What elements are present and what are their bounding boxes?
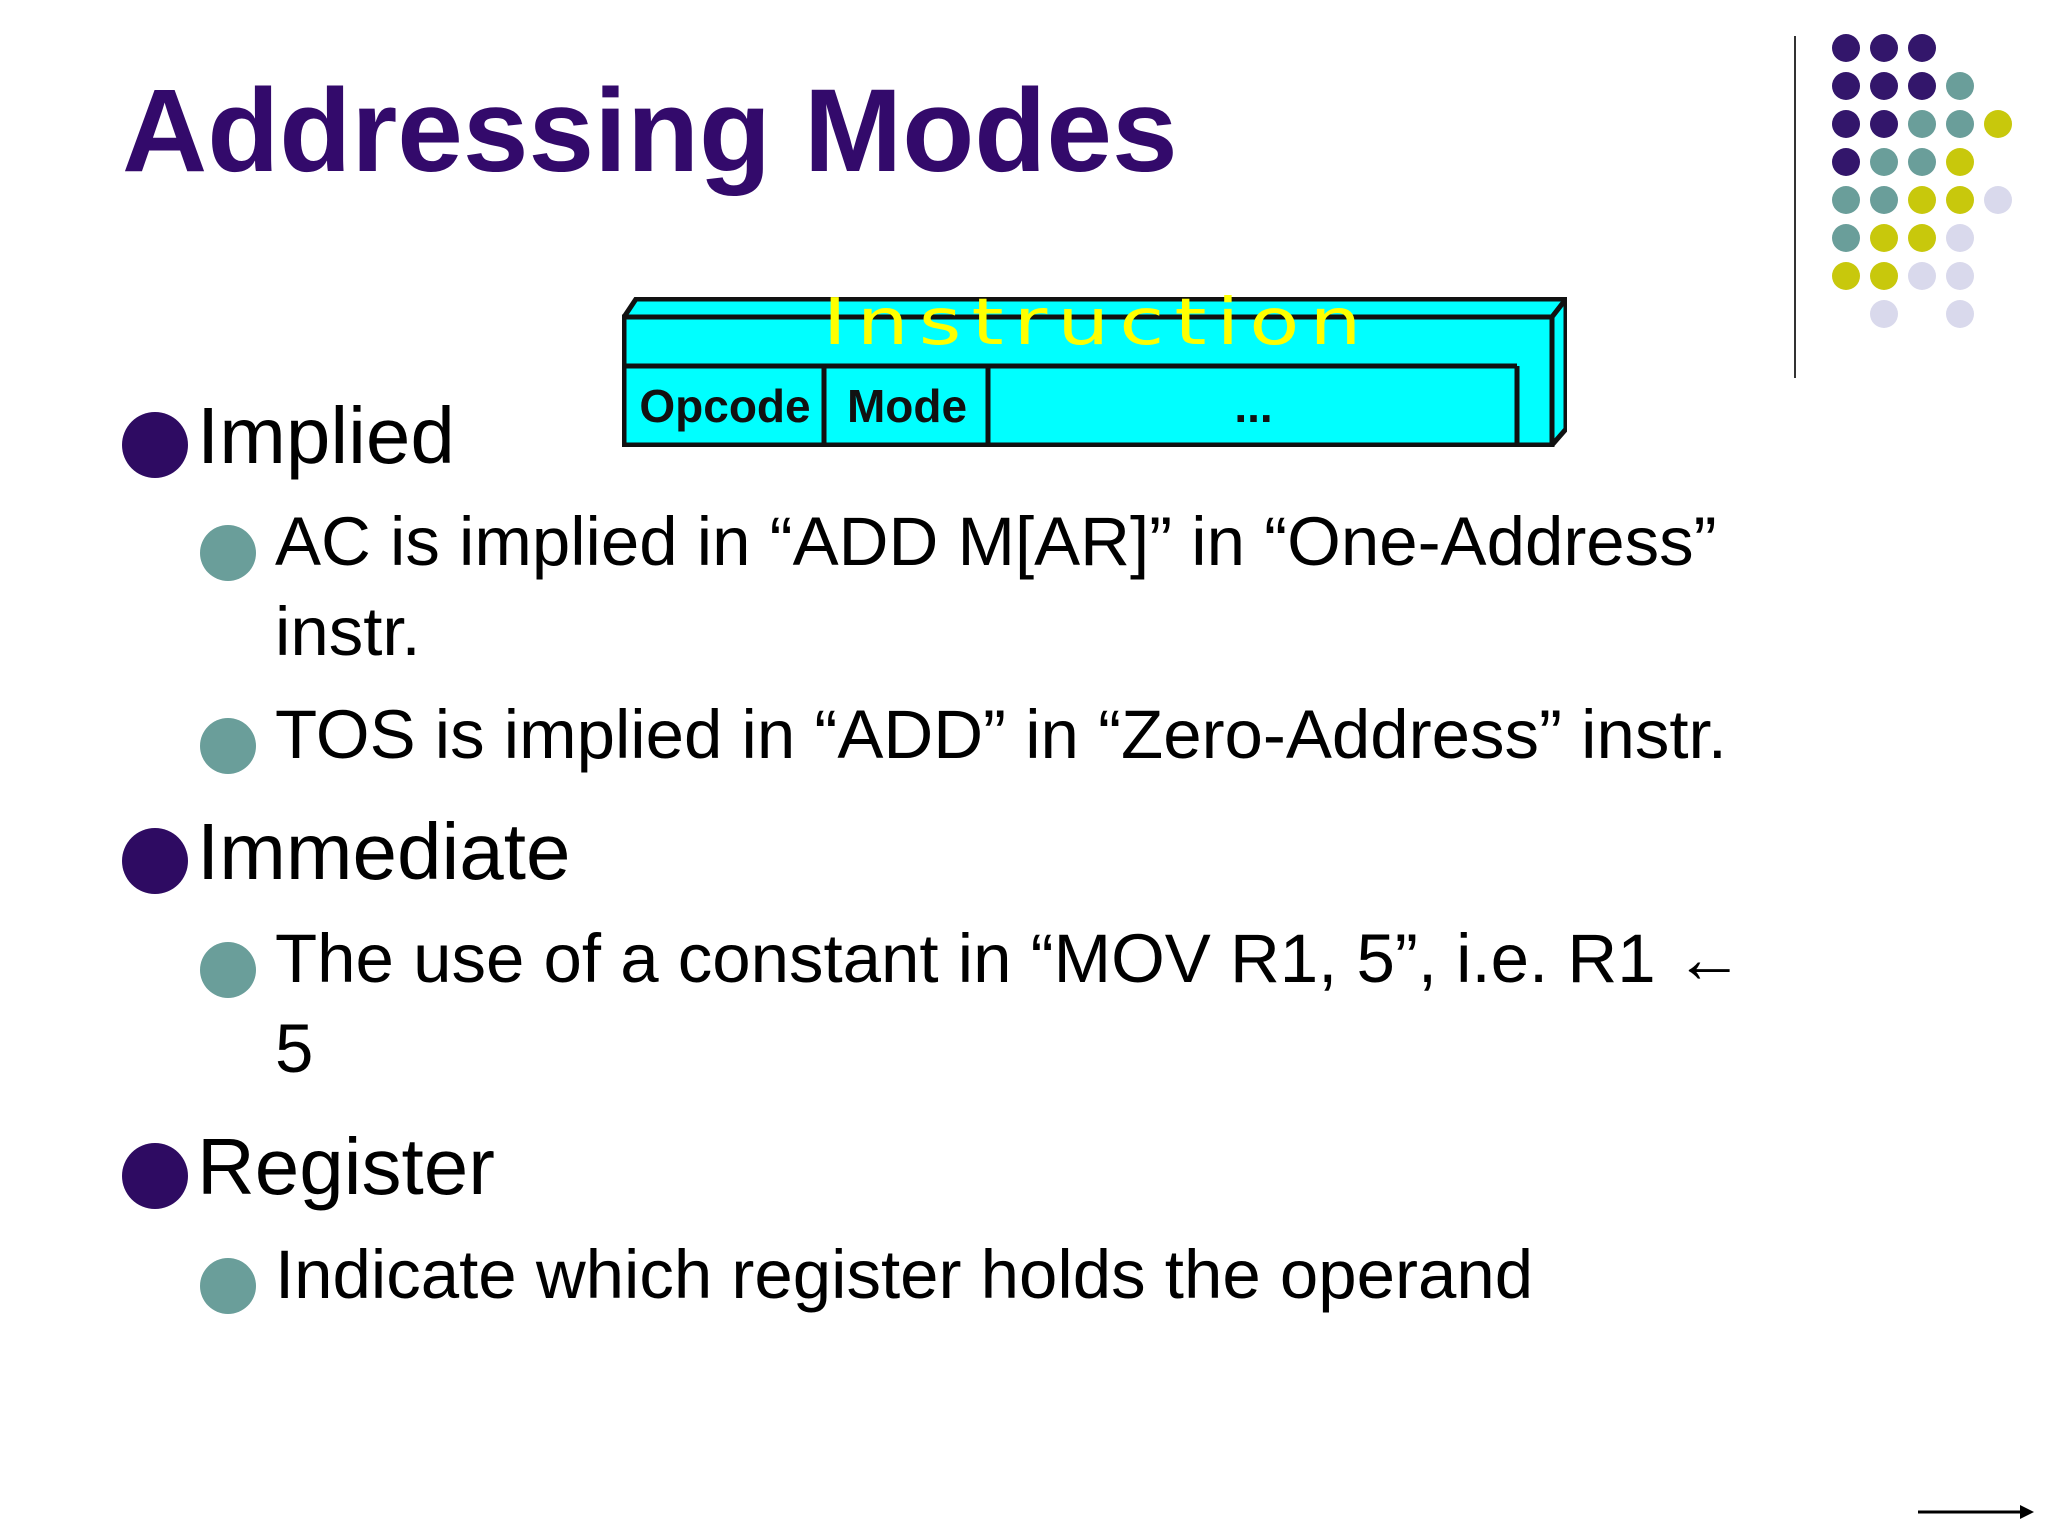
bullet-heading: Immediate <box>197 807 571 896</box>
instruction-format-diagram: Instruction Opcode Mode ... <box>622 285 1567 447</box>
decor-dot <box>1946 262 1974 290</box>
sub-bullet-text-cont: instr. <box>275 593 421 670</box>
instruction-box-shape <box>622 297 1567 447</box>
decor-dot <box>1870 300 1898 328</box>
sub-bullet-dot <box>200 525 256 581</box>
sub-bullet-dot <box>200 718 256 774</box>
sub-bullet-dot <box>200 1258 256 1314</box>
decor-dot <box>1832 148 1860 176</box>
rest-field: ... <box>1234 380 1273 432</box>
decor-dot <box>1870 224 1898 252</box>
bullet-heading: Register <box>197 1122 495 1211</box>
decor-dot <box>1908 34 1936 62</box>
decor-dot <box>1908 110 1936 138</box>
dot-grid-decoration <box>0 0 2048 400</box>
vertical-divider <box>1794 36 1796 378</box>
decor-dot <box>1908 148 1936 176</box>
decor-dot <box>1870 148 1898 176</box>
decor-dot <box>1870 34 1898 62</box>
instruction-label: Instruction <box>822 285 1372 360</box>
sub-bullet-text-cont: 5 <box>275 1010 314 1087</box>
sub-bullet-text: The use of a constant in “MOV R1, 5”, i.… <box>275 920 1744 997</box>
decor-dot <box>1832 110 1860 138</box>
bullet-heading: Implied <box>197 391 455 480</box>
decor-dot <box>1832 186 1860 214</box>
decor-dot <box>1908 186 1936 214</box>
decor-dot <box>1832 224 1860 252</box>
decor-dot <box>1832 34 1860 62</box>
opcode-field: Opcode <box>639 380 811 432</box>
decor-dot <box>1870 186 1898 214</box>
decor-dot <box>1984 110 2012 138</box>
decor-dot <box>1870 262 1898 290</box>
decor-dot <box>1908 262 1936 290</box>
decor-dot <box>1832 262 1860 290</box>
decor-dot <box>1946 110 1974 138</box>
decor-dot <box>1908 224 1936 252</box>
sub-bullet-dot <box>200 942 256 998</box>
sub-bullet-text: AC is implied in “ADD M[AR]” in “One-Add… <box>275 503 1717 580</box>
decor-dot <box>1946 224 1974 252</box>
bullet-dot <box>122 1143 188 1209</box>
sub-bullet-text: Indicate which register holds the operan… <box>275 1236 1534 1313</box>
decor-dot <box>1870 110 1898 138</box>
decor-dot <box>1946 186 1974 214</box>
decor-dot <box>1946 300 1974 328</box>
sub-bullet-text: TOS is implied in “ADD” in “Zero-Address… <box>275 696 1727 773</box>
decor-dot <box>1832 72 1860 100</box>
decor-dot <box>1908 72 1936 100</box>
decor-dot <box>1946 148 1974 176</box>
decor-dot <box>1946 72 1974 100</box>
decor-dot <box>1984 186 2012 214</box>
bullet-dot <box>122 828 188 894</box>
decor-dot <box>1870 72 1898 100</box>
next-arrow-icon[interactable] <box>1916 1500 2036 1524</box>
bullet-dot <box>122 412 188 478</box>
mode-field: Mode <box>846 380 968 432</box>
slide-title: Addressing Modes <box>122 65 1178 197</box>
